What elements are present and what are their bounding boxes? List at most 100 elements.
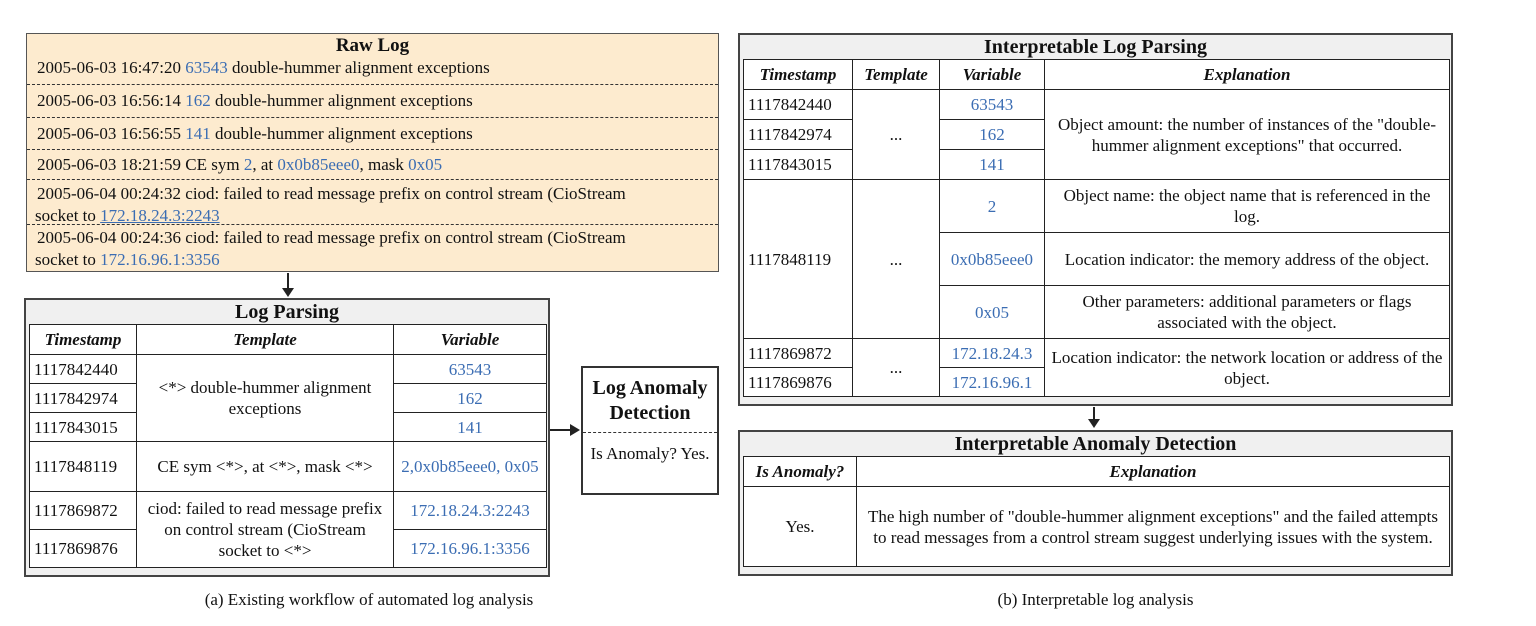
template-cell: ... — [852, 338, 940, 397]
timestamp-cell: 1117842440 — [743, 89, 853, 120]
timestamp-cell: 1117848119 — [29, 441, 137, 492]
explanation-cell: Location indicator: the memory address o… — [1044, 232, 1450, 286]
raw-log-panel: Raw Log 2005-06-03 16:47:20 63543 double… — [26, 33, 719, 272]
timestamp-cell: 1117842974 — [743, 119, 853, 150]
caption-b: (b) Interpretable log analysis — [997, 590, 1194, 609]
timestamp-cell: 1117848119 — [743, 179, 853, 339]
arrow-head-icon — [282, 288, 294, 297]
anomaly-answer-cell: Yes. — [743, 486, 857, 567]
raw-log-line: 2005-06-03 16:47:20 63543 double-hummer … — [37, 57, 712, 79]
variable-cell: 172.16.96.1:3356 — [393, 529, 547, 568]
raw-log-text: 2005-06-03 16:56:55 — [37, 124, 186, 143]
explanation-cell: Other parameters: additional parameters … — [1044, 285, 1450, 339]
explanation-cell: Object amount: the number of instances o… — [1044, 89, 1450, 180]
template-cell: <*> double-hummer alignment exceptions — [136, 354, 394, 442]
col-header: Timestamp — [743, 59, 853, 90]
timestamp-cell: 1117843015 — [743, 149, 853, 180]
template-cell: ... — [852, 89, 940, 180]
template-cell: CE sym <*>, at <*>, mask <*> — [136, 441, 394, 492]
raw-log-variable: 0x0b85eee0 — [277, 155, 360, 174]
explanation-cell: The high number of "double-hummer alignm… — [856, 486, 1450, 567]
explanation-cell: Location indicator: the network location… — [1044, 338, 1450, 397]
interpretable-log-parsing-table: Timestamp Template Variable Explanation … — [743, 59, 1450, 397]
interpretable-log-parsing-title: Interpretable Log Parsing — [984, 36, 1207, 58]
timestamp-cell: 1117869872 — [29, 491, 137, 530]
variable-cell: 162 — [939, 119, 1045, 150]
timestamp-cell: 1117842974 — [29, 383, 137, 413]
interpretable-anomaly-detection-panel: Interpretable Anomaly Detection Is Anoma… — [738, 430, 1453, 576]
raw-log-text: socket to — [35, 250, 101, 269]
flow-arrow — [287, 273, 289, 291]
raw-log-line: 2005-06-03 18:21:59 CE sym 2, at 0x0b85e… — [37, 154, 712, 176]
raw-log-line: 2005-06-03 16:56:14 162 double-hummer al… — [37, 90, 712, 112]
explanation-cell: Object name: the object name that is ref… — [1044, 179, 1450, 233]
dashed-divider — [583, 432, 717, 433]
interpretable-anomaly-table: Is Anomaly? Explanation Yes. The high nu… — [743, 456, 1450, 567]
raw-log-text: 2005-06-03 18:21:59 CE sym — [37, 155, 244, 174]
dashed-divider — [27, 179, 718, 180]
raw-log-text: double-hummer alignment exceptions — [210, 91, 473, 110]
raw-log-text: double-hummer alignment exceptions — [210, 124, 473, 143]
flow-arrow — [550, 429, 572, 431]
raw-log-variable: 172.18.24.3:2243 — [100, 206, 220, 225]
timestamp-cell: 1117869872 — [743, 338, 853, 368]
raw-log-text: 2005-06-04 00:24:36 ciod: failed to read… — [37, 228, 626, 247]
anomaly-box-title: Log Anomaly Detection — [592, 377, 708, 424]
raw-log-variable: 172.16.96.1:3356 — [100, 250, 220, 269]
col-header: Explanation — [856, 456, 1450, 487]
variable-cell: 172.18.24.3 — [939, 338, 1045, 368]
raw-log-text: 2005-06-03 16:56:14 — [37, 91, 186, 110]
variable-cell: 141 — [939, 149, 1045, 180]
arrow-head-icon — [570, 424, 580, 436]
col-header: Variable — [393, 324, 547, 355]
timestamp-cell: 1117869876 — [743, 367, 853, 397]
dashed-divider — [27, 84, 718, 85]
variable-cell: 63543 — [393, 354, 547, 384]
col-header: Timestamp — [29, 324, 137, 355]
raw-log-variable: 2 — [243, 155, 253, 174]
log-parsing-title: Log Parsing — [235, 301, 339, 323]
variable-cell: 0x0b85eee0 — [939, 232, 1045, 286]
raw-log-title: Raw Log — [335, 35, 410, 56]
interpretable-anomaly-detection-title: Interpretable Anomaly Detection — [954, 433, 1237, 455]
raw-log-line: 2005-06-04 00:24:36 ciod: failed to read… — [35, 227, 712, 271]
variable-cell: 172.18.24.3:2243 — [393, 491, 547, 530]
arrow-head-icon — [1088, 419, 1100, 428]
dashed-divider — [27, 149, 718, 150]
col-header: Template — [136, 324, 394, 355]
interpretable-log-parsing-panel: Interpretable Log Parsing Timestamp Temp… — [738, 33, 1453, 406]
raw-log-text: socket to — [35, 206, 101, 225]
timestamp-cell: 1117843015 — [29, 412, 137, 442]
raw-log-line: 2005-06-04 00:24:32 ciod: failed to read… — [35, 183, 712, 227]
col-header: Explanation — [1044, 59, 1450, 90]
raw-log-variable: 0x05 — [408, 155, 443, 174]
variable-cell: 63543 — [939, 89, 1045, 120]
variable-cell: 2,0x0b85eee0, 0x05 — [393, 441, 547, 492]
raw-log-variable: 141 — [185, 124, 211, 143]
col-header: Is Anomaly? — [743, 456, 857, 487]
raw-log-text: , at — [252, 155, 278, 174]
caption-a: (a) Existing workflow of automated log a… — [204, 590, 534, 609]
raw-log-variable: 162 — [185, 91, 211, 110]
raw-log-text: 2005-06-03 16:47:20 — [37, 58, 186, 77]
dashed-divider — [27, 224, 718, 225]
log-parsing-panel: Log Parsing Timestamp Template Variable … — [24, 298, 550, 577]
variable-cell: 2 — [939, 179, 1045, 233]
dashed-divider — [27, 117, 718, 118]
col-header: Variable — [939, 59, 1045, 90]
template-cell: ciod: failed to read message prefix on c… — [136, 491, 394, 568]
col-header: Template — [852, 59, 940, 90]
raw-log-text: 2005-06-04 00:24:32 ciod: failed to read… — [37, 184, 626, 203]
variable-cell: 0x05 — [939, 285, 1045, 339]
raw-log-text: , mask — [359, 155, 409, 174]
anomaly-answer: Is Anomaly? Yes. — [590, 444, 710, 463]
template-cell: ... — [852, 179, 940, 339]
log-anomaly-detection-box: Log Anomaly Detection Is Anomaly? Yes. — [581, 366, 719, 495]
variable-cell: 141 — [393, 412, 547, 442]
timestamp-cell: 1117842440 — [29, 354, 137, 384]
timestamp-cell: 1117869876 — [29, 529, 137, 568]
variable-cell: 172.16.96.1 — [939, 367, 1045, 397]
raw-log-variable: 63543 — [185, 58, 228, 77]
flow-arrow — [1093, 407, 1095, 421]
log-parsing-table: Timestamp Template Variable 1117842440 <… — [29, 324, 547, 568]
